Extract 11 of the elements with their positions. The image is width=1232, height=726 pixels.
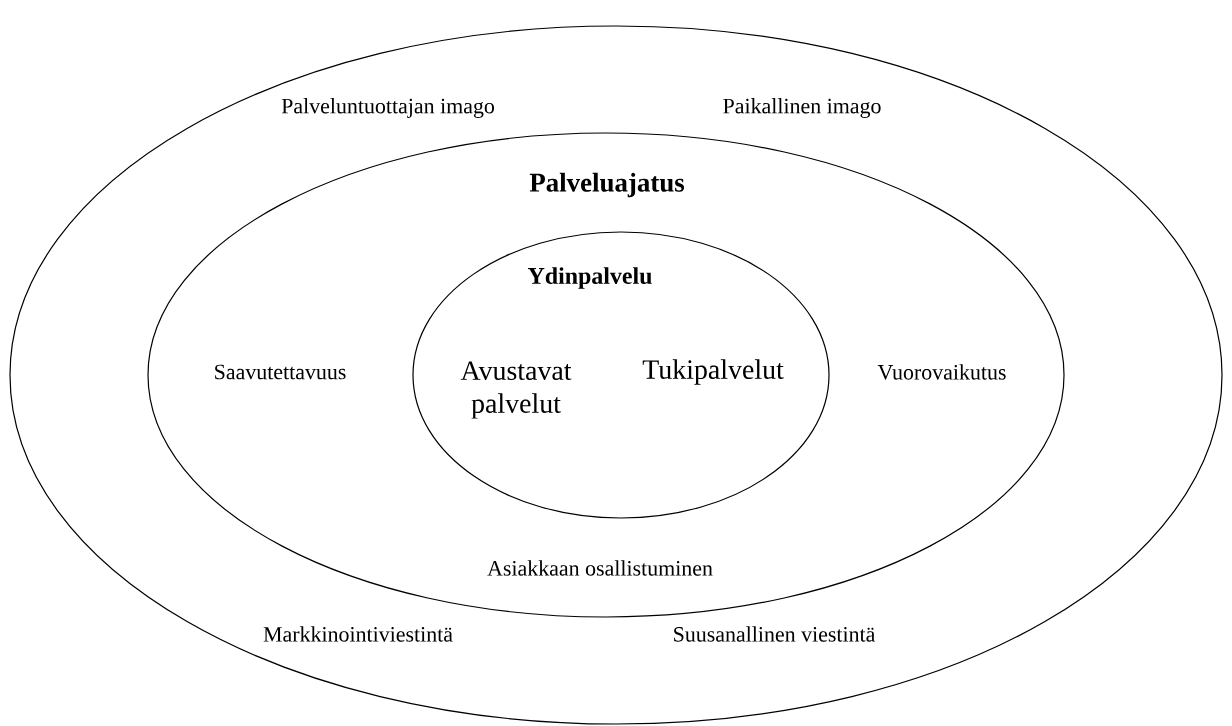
region-label: Markkinointiviestintä xyxy=(263,626,453,642)
region-label: Palveluntuottajan imago xyxy=(281,98,495,118)
region-label: Suusanallinen viestintä xyxy=(674,626,876,642)
region-label: Paikallinen imago xyxy=(723,98,881,118)
region-label: Avustavat palvelut xyxy=(460,361,572,419)
region-label: Vuorovaikutus xyxy=(877,364,1006,380)
region-label: Palveluajatus xyxy=(529,172,685,198)
region-label: Asiakkaan osallistuminen xyxy=(487,560,713,576)
region-label: Ydinpalvelu xyxy=(527,267,652,289)
region-label: Tukipalvelut xyxy=(642,359,784,385)
region-label: Saavutettavuus xyxy=(215,364,346,380)
